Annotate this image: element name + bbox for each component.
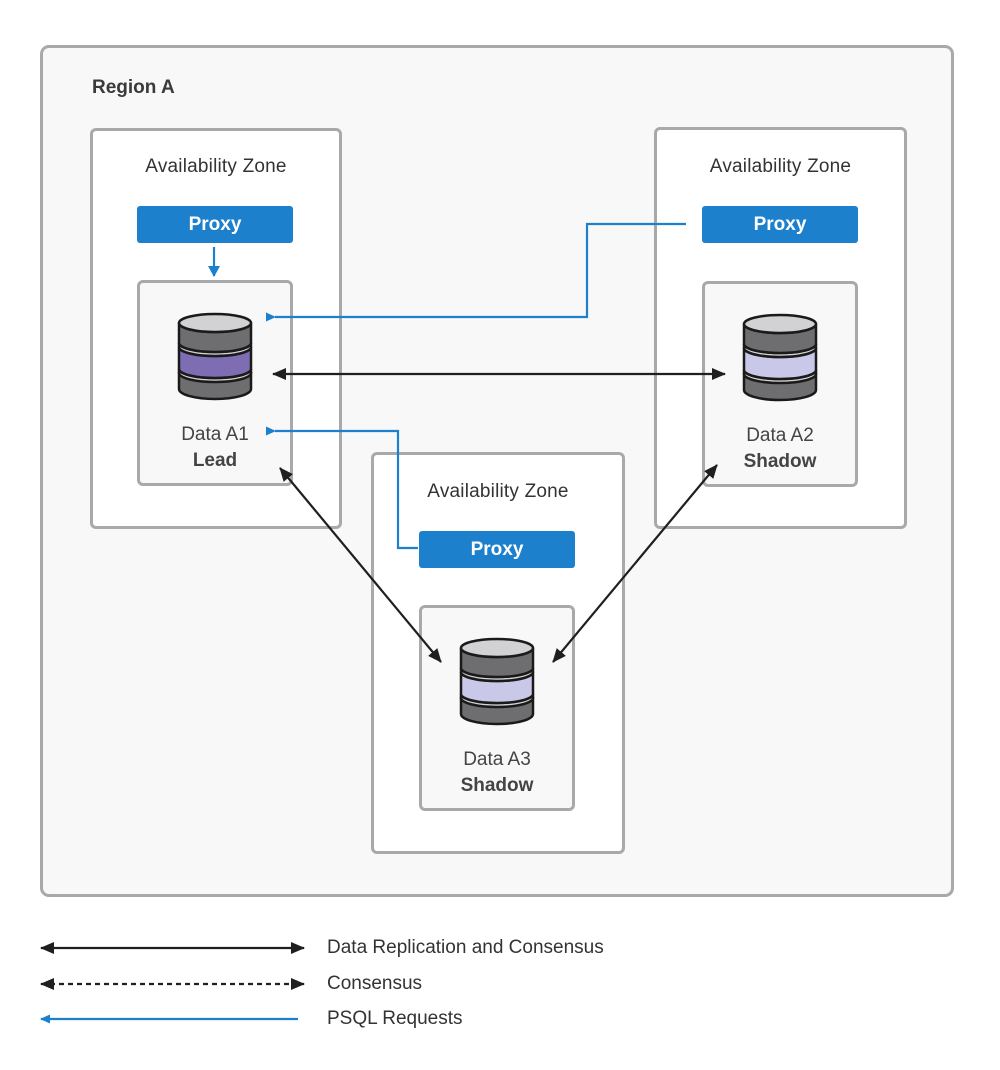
proxy-button-zone-3[interactable]: Proxy xyxy=(419,531,575,568)
region-label: Region A xyxy=(92,77,175,98)
legend-label-replication: Data Replication and Consensus xyxy=(327,937,604,958)
legend-label-consensus: Consensus xyxy=(327,973,423,994)
database-icon xyxy=(459,637,535,726)
zone-label: Availability Zone xyxy=(709,156,852,177)
node-role: Shadow xyxy=(743,451,817,472)
node-name: Data A3 xyxy=(463,749,531,770)
data-node-a3[interactable]: Data A3 Shadow xyxy=(419,605,575,811)
node-name: Data A1 xyxy=(181,424,249,445)
node-role: Shadow xyxy=(460,775,534,796)
data-node-a1[interactable]: Data A1 Lead xyxy=(137,280,293,486)
zone-label: Availability Zone xyxy=(145,156,287,177)
node-name: Data A2 xyxy=(746,425,814,446)
database-icon xyxy=(742,313,818,402)
proxy-button-zone-2[interactable]: Proxy xyxy=(702,206,858,243)
legend-label-psql: PSQL Requests xyxy=(327,1008,463,1029)
node-role: Lead xyxy=(192,450,238,471)
proxy-button-zone-1[interactable]: Proxy xyxy=(137,206,293,243)
zone-label: Availability Zone xyxy=(427,481,569,502)
database-icon xyxy=(177,312,253,401)
data-node-a2[interactable]: Data A2 Shadow xyxy=(702,281,858,487)
